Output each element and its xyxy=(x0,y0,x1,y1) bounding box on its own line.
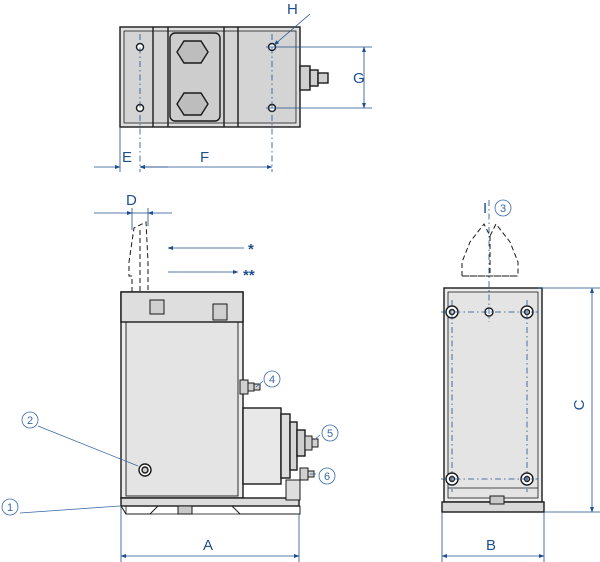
svg-text:5: 5 xyxy=(327,428,333,440)
dim-label-g: G xyxy=(353,70,365,87)
dim-label-e: E xyxy=(122,149,132,166)
hose-fitting-icon xyxy=(299,65,329,91)
gripper-jaw-icon xyxy=(461,223,519,277)
direction-mark-single: * xyxy=(248,241,254,258)
dim-label-a: A xyxy=(203,537,213,554)
front-view xyxy=(441,223,545,513)
svg-text:2: 2 xyxy=(27,415,33,427)
top-view xyxy=(119,26,329,128)
callout-2: 2 xyxy=(21,411,39,429)
dim-label-f: F xyxy=(200,149,209,166)
side-view-dimensions xyxy=(19,208,321,562)
callout-4: 4 xyxy=(263,370,281,388)
base-plate xyxy=(120,497,300,507)
callout-3: 3 xyxy=(494,199,512,217)
svg-text:6: 6 xyxy=(324,471,330,483)
callout-1: 1 xyxy=(1,498,19,516)
dim-label-i: I xyxy=(483,200,487,217)
direction-mark-double: ** xyxy=(243,267,255,284)
callout-5: 5 xyxy=(321,424,339,442)
callout-6: 6 xyxy=(318,467,336,485)
dim-label-d: D xyxy=(126,192,137,209)
valve-block xyxy=(242,407,282,485)
dim-label-h: H xyxy=(287,1,298,18)
dim-label-c: C xyxy=(571,399,588,410)
side-view xyxy=(120,221,319,515)
svg-text:3: 3 xyxy=(500,203,506,215)
hex-nut-icon xyxy=(176,40,209,116)
svg-text:1: 1 xyxy=(7,502,13,514)
dim-label-b: B xyxy=(486,537,496,554)
screw-head-icon xyxy=(138,463,152,477)
svg-text:4: 4 xyxy=(269,374,275,386)
top-view-dimensions xyxy=(94,13,372,172)
hose-fitting-icon xyxy=(239,379,261,395)
gripper-jaw-icon xyxy=(128,221,149,300)
front-view-dimensions xyxy=(441,200,600,562)
